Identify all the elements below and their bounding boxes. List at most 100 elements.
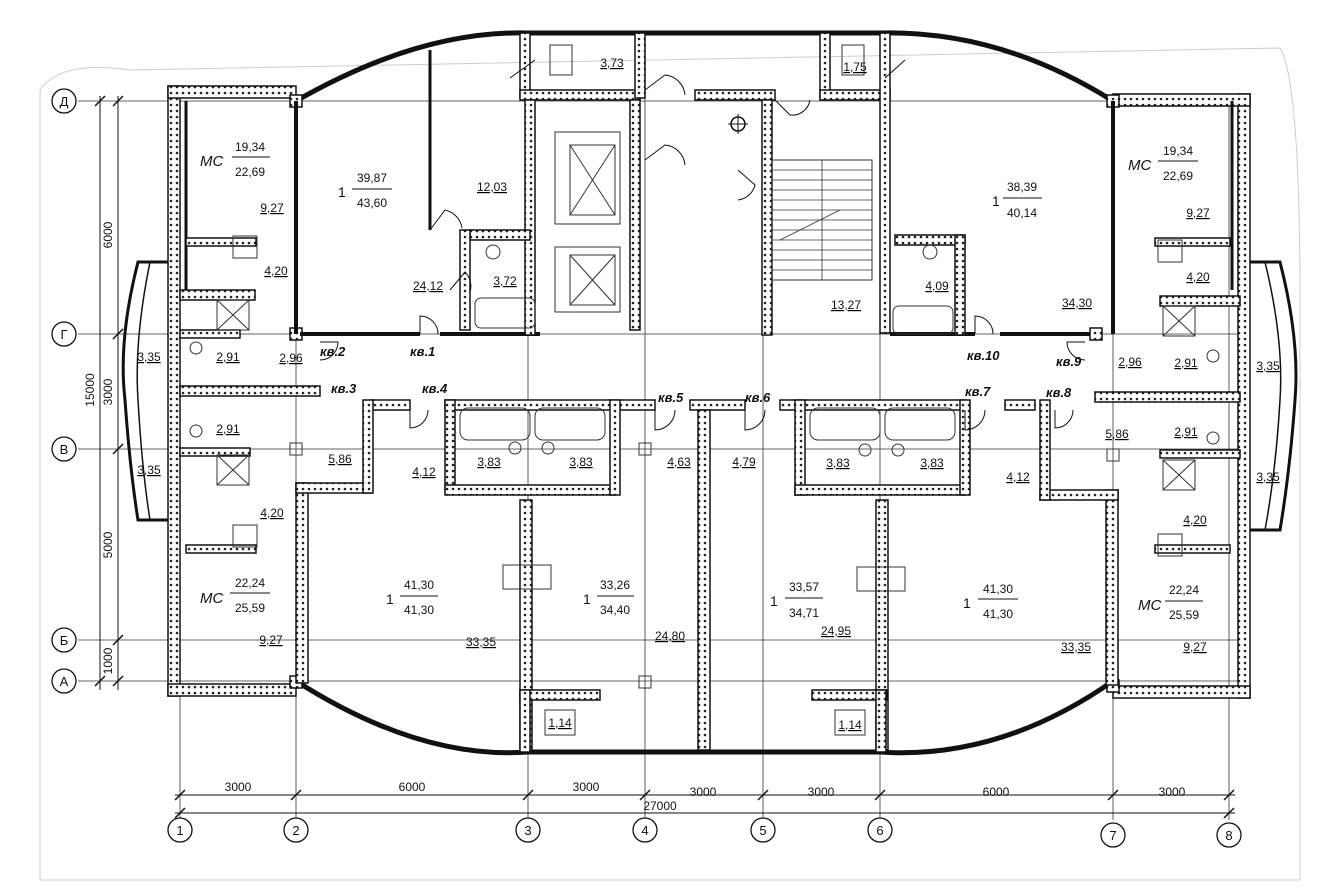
axis-label-2: 2: [292, 823, 299, 838]
apt-label-6: кв.6: [745, 390, 771, 405]
room-type: МС: [1128, 157, 1151, 174]
area-label: 3,83: [569, 455, 593, 469]
area-label: 3,35: [1256, 359, 1280, 373]
fraction-den: 34,40: [600, 603, 630, 617]
apt-label-4: кв.4: [422, 381, 448, 396]
area-label: 24,95: [821, 624, 851, 638]
area-label: 5,86: [328, 452, 352, 466]
area-label: 9,27: [1186, 206, 1210, 220]
area-label: 12,03: [477, 180, 507, 194]
interior-walls: [179, 32, 1241, 753]
axis-label-5: 5: [759, 823, 766, 838]
axis-letters: Д Г В Б А: [51, 88, 77, 694]
room-type: 1: [963, 595, 971, 611]
bottom-dims: 3000 6000 3000 3000 3000 6000 3000 27000: [225, 780, 1186, 813]
area-label: 2,91: [216, 350, 240, 364]
room-type: МС: [200, 590, 223, 607]
paper-edge: [39, 47, 1301, 881]
area-label: 4,63: [667, 455, 691, 469]
fixtures: [189, 44, 1220, 736]
room-fractions: МС 19,34 22,69 1 39,87 43,60 1 38,39 40,…: [200, 140, 1203, 622]
area-label: 3,35: [137, 350, 161, 364]
axis-label-b: Б: [60, 633, 69, 648]
area-label: 4,12: [412, 465, 436, 479]
area-label: 9,27: [259, 633, 283, 647]
fraction-den: 40,14: [1007, 206, 1037, 220]
area-label: 4,20: [1183, 513, 1207, 527]
fraction-num: 19,34: [235, 140, 265, 154]
dim-total: 27000: [643, 799, 677, 813]
fraction-den: 22,69: [1163, 169, 1193, 183]
area-label: 2,91: [1174, 356, 1198, 370]
room-type: 1: [992, 193, 1000, 209]
dim-bottom-4: 3000: [690, 785, 717, 799]
area-label: 2,91: [1174, 425, 1198, 439]
area-label: 4,20: [264, 264, 288, 278]
dim-bottom-5: 3000: [808, 785, 835, 799]
fraction-den: 25,59: [235, 601, 265, 615]
area-label: 3,35: [1256, 470, 1280, 484]
axis-label-3: 3: [524, 823, 531, 838]
area-label: 2,96: [279, 351, 303, 365]
room-type: 1: [583, 591, 591, 607]
fraction-den: 25,59: [1169, 608, 1199, 622]
area-label: 34,30: [1062, 296, 1092, 310]
dim-left-1: 6000: [101, 221, 115, 248]
axis-label-4: 4: [641, 823, 648, 838]
fraction-num: 39,87: [357, 171, 387, 185]
area-label: 1,75: [843, 60, 867, 74]
fraction-den: 41,30: [404, 603, 434, 617]
area-label: 3,72: [493, 274, 517, 288]
dim-bottom-1: 3000: [225, 780, 252, 794]
area-label: 33,35: [466, 635, 496, 649]
dim-bottom-2: 6000: [399, 780, 426, 794]
apt-label-8: кв.8: [1046, 385, 1072, 400]
fraction-den: 41,30: [983, 607, 1013, 621]
area-label: 3,83: [920, 456, 944, 470]
fraction-den: 43,60: [357, 196, 387, 210]
area-label: 3,83: [477, 455, 501, 469]
fraction-num: 22,24: [1169, 583, 1199, 597]
apt-label-7: кв.7: [965, 384, 991, 399]
apt-label-2: кв.2: [320, 344, 346, 359]
dim-bottom-3: 3000: [573, 780, 600, 794]
area-label: 9,27: [260, 201, 284, 215]
room-type: МС: [200, 153, 223, 170]
apt-label-5: кв.5: [658, 390, 684, 405]
apt-label-10: кв.10: [967, 348, 1000, 363]
fraction-num: 22,24: [235, 576, 265, 590]
area-label: 13,27: [831, 298, 861, 312]
axis-numbers: 1 2 3 4 5 6 7 8: [167, 817, 1242, 848]
room-type: 1: [770, 593, 778, 609]
outer-walls: [121, 30, 1298, 756]
axis-label-v: В: [60, 442, 69, 457]
fraction-num: 38,39: [1007, 180, 1037, 194]
fraction-den: 34,71: [789, 606, 819, 620]
dim-left-4: 1000: [101, 647, 115, 674]
area-label: 3,35: [137, 463, 161, 477]
area-label: 24,12: [413, 279, 443, 293]
axis-label-8: 8: [1225, 828, 1232, 843]
fraction-num: 41,30: [983, 582, 1013, 596]
dim-left-2: 3000: [101, 378, 115, 405]
axis-label-g: Г: [60, 327, 67, 342]
area-label: 24,80: [655, 629, 685, 643]
area-label: 4,12: [1006, 470, 1030, 484]
door-swings: [319, 59, 1086, 431]
area-label: 2,91: [216, 422, 240, 436]
area-label: 2,96: [1118, 355, 1142, 369]
fraction-num: 33,57: [789, 580, 819, 594]
fraction-den: 22,69: [235, 165, 265, 179]
dim-bottom-7: 3000: [1159, 785, 1186, 799]
axis-label-d: Д: [60, 94, 69, 109]
area-label: 5,86: [1105, 427, 1129, 441]
apt-label-3: кв.3: [331, 381, 357, 396]
apt-label-9: кв.9: [1056, 354, 1082, 369]
axis-label-6: 6: [876, 823, 883, 838]
area-label: 4,09: [925, 279, 949, 293]
fraction-num: 33,26: [600, 578, 630, 592]
area-label: 9,27: [1183, 640, 1207, 654]
area-label: 4,20: [260, 506, 284, 520]
left-dims: 6000 3000 5000 1000 15000: [83, 221, 115, 674]
